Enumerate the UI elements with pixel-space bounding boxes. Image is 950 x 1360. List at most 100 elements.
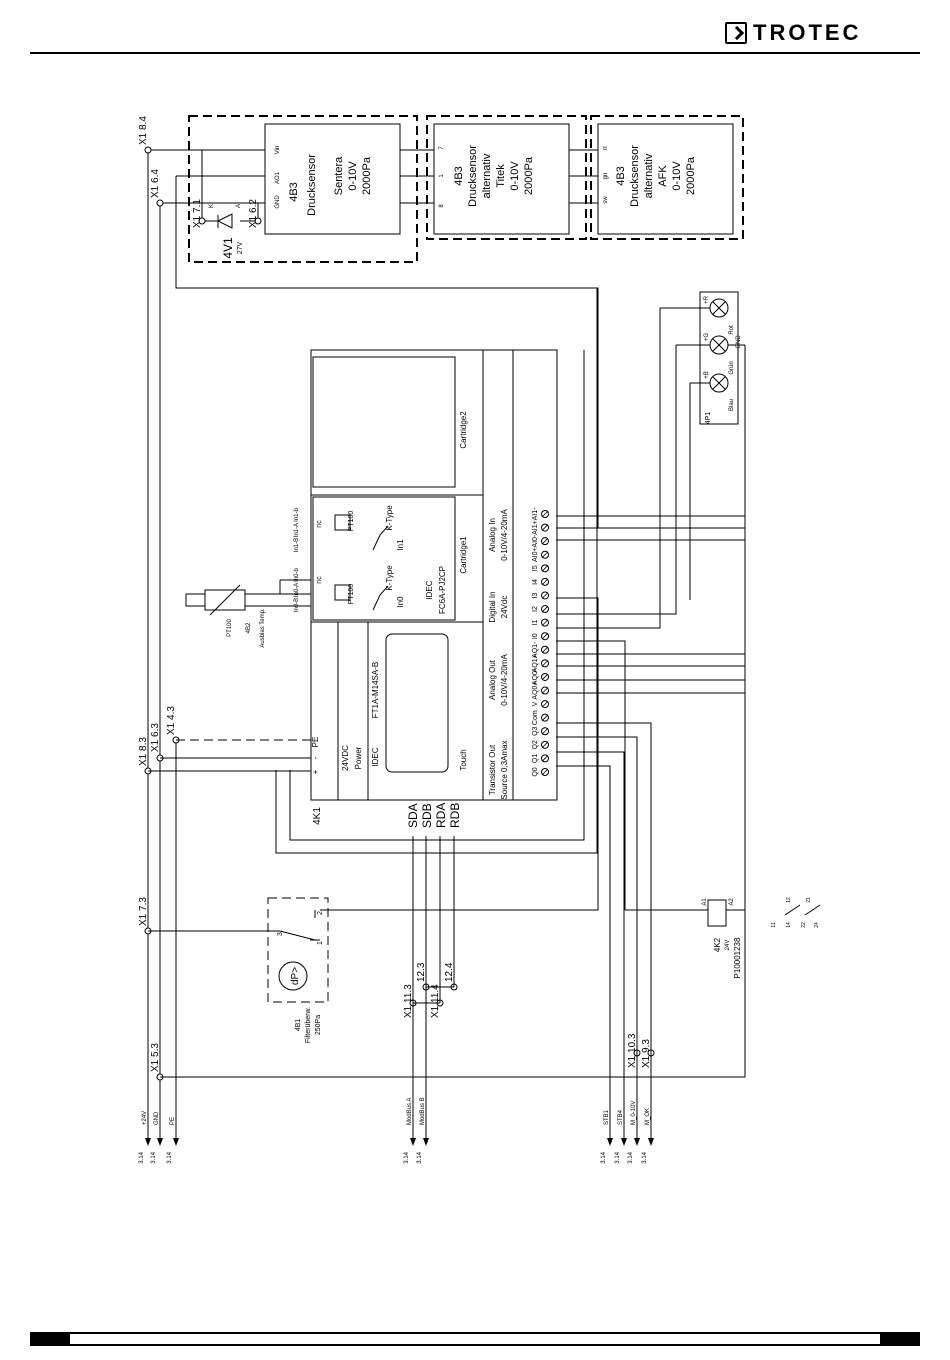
sensor-alt1-note: alternativ	[481, 153, 493, 198]
plc-terminal-screw-slot	[541, 687, 549, 694]
plc-digital-in-volt: 24Vdc	[500, 596, 509, 619]
temp-sensor-4b2: PT100 4B2 Ausblas Temp.	[185, 579, 311, 648]
relay-4k2: A1 A2 4K2 24V P10001238 11 12 14 21 22 2…	[625, 897, 821, 978]
plc-analog-in-range: 0-10V/4-20mA	[500, 509, 509, 561]
signal-arrow-icon	[145, 1138, 151, 1146]
pin-gnd: GND	[275, 195, 281, 209]
sensor-alt2-id: 4B3	[615, 166, 627, 186]
chevron-right-logo-icon	[725, 22, 747, 44]
terminal-labels: X1 8.4 X1 6.4 X1 7.1 X1 6.2 X1 8.3 X1 6.…	[138, 116, 652, 1072]
plc-terminal-screw-slot	[541, 660, 549, 667]
inlabel-3: In1-A	[294, 523, 300, 537]
plc-terminal-label: I0	[532, 633, 539, 639]
sensor-alt2-range: 0-10V	[671, 161, 683, 191]
relay-c22: 22	[801, 922, 807, 928]
ktype-label-0: K-Type	[385, 565, 394, 591]
plc-terminal-label: AQ1-	[532, 641, 539, 658]
signal-arrow-icon	[173, 1138, 179, 1146]
signal-ref-label: 3.14	[615, 1151, 621, 1163]
sensor-primary-range: 0-10V	[347, 161, 359, 191]
signal-arrow-icon	[648, 1138, 654, 1146]
lamp-gruen: Grün	[729, 361, 735, 374]
temp-sensor-type: PT100	[227, 619, 233, 637]
term-93: X1 9.3	[641, 1039, 652, 1068]
plc-analog-in: Analog In	[488, 518, 497, 552]
term-73: X1 7.3	[138, 897, 149, 926]
relay-c21: 21	[806, 897, 812, 903]
plc-terminal-label: AI0+	[532, 547, 539, 562]
signal-arrow-icon	[621, 1138, 627, 1146]
diode-4v1: 4V1 27V K A	[209, 204, 244, 259]
plc-terminal-label: AI0-	[532, 534, 539, 548]
signal-ref-label: 3.14	[601, 1151, 607, 1163]
plc-terminal-label: Q0	[532, 767, 539, 776]
term-114: X1 11.4	[430, 984, 441, 1018]
in0-label: In0	[396, 596, 405, 608]
signal-ref-label: 3.14	[151, 1151, 157, 1163]
pt100-label-1: PT100	[348, 511, 355, 532]
sensor-alt1-pressure: 2000Pa	[523, 156, 535, 195]
pin-sw: sw	[603, 196, 609, 204]
out-modbus-a: ModBus A	[407, 1098, 413, 1125]
plc-terminal-screw-slot	[541, 673, 549, 681]
lamp-gnd: GND	[736, 335, 742, 349]
plc-labels: 4K1 24VDC Power IDEC FT1A-M14SA-B Touch …	[312, 411, 509, 825]
signal-ref-label: 3.14	[417, 1151, 423, 1163]
term-62: X1 6.2	[248, 199, 259, 228]
plc-brand: IDEC	[371, 747, 380, 766]
pt100-label-0: PT100	[348, 584, 355, 605]
plc-power-terminals: + - PE	[148, 737, 320, 774]
diode-id: 4V1	[221, 237, 235, 259]
plc-terminal-screw-slot	[541, 605, 549, 613]
pressure-switch-c3: 3	[277, 932, 284, 936]
comm-rda: RDA	[434, 803, 448, 828]
pin-rt: rt	[603, 146, 609, 150]
sensor-alt1-id: 4B3	[453, 166, 465, 186]
out-24v: +24V	[142, 1111, 148, 1125]
diode-a: A	[236, 204, 242, 208]
pressure-switch-symbol: dP>	[290, 967, 301, 985]
plc-cartridge2: Cartridge2	[459, 411, 468, 449]
sensor-primary-labels: 4B3 Drucksensor Sentera 0-10V 2000Pa Vin…	[275, 146, 373, 216]
inlabel-4: In1-b	[294, 508, 300, 522]
term-113: X1 11.3	[403, 984, 414, 1018]
sensor-primary-box	[264, 123, 401, 235]
sensor-alt2-box	[597, 123, 734, 235]
plc-terminal-screw-slot	[541, 592, 549, 599]
footer-right-block	[880, 1332, 920, 1346]
sensor-alt2-labels: 4B3 Drucksensor alternativ AFK 0-10V 200…	[603, 145, 697, 207]
relay-c24: 24	[814, 922, 820, 928]
plc-cart-model: FC6A-PJ2CP	[438, 566, 447, 614]
plc-terminal-screw-slot	[541, 551, 549, 559]
out-m010: M_0-10V	[631, 1101, 637, 1125]
plc-terminal-label: AI1+	[532, 520, 539, 535]
term-124: 12.4	[444, 962, 455, 982]
trotec-logo: TROTEC	[725, 20, 861, 46]
plc-terminal-label: I4	[532, 579, 539, 585]
bottom-signal-labels: +24V GND PE ModBus A ModBus B STB1 STB4 …	[142, 1097, 651, 1125]
power-term-pe: PE	[311, 737, 320, 748]
plc-terminal-label: Q1	[532, 754, 539, 763]
plc-terminal-screw-slot	[541, 700, 549, 708]
footer-bar	[30, 1332, 920, 1346]
plc-terminal-screw-slot	[541, 646, 549, 654]
plc-terminal-screw-slot	[541, 714, 549, 721]
term-103: X1 10.3	[627, 1033, 638, 1068]
plc-id: 4K1	[312, 807, 323, 825]
plc-cartridge1: Cartridge1	[459, 536, 468, 574]
comm-sda: SDA	[406, 803, 420, 828]
in1-label: In1	[396, 539, 405, 551]
signal-ref-label: 3.14	[628, 1151, 634, 1163]
plc-terminal-label: I5	[532, 565, 539, 571]
sensor-alt1-range: 0-10V	[509, 161, 521, 191]
plc-analog-out: Analog Out	[488, 659, 497, 700]
sensor-alt2-note: alternativ	[643, 153, 655, 198]
signal-ref-label: 3.14	[167, 1151, 173, 1163]
inlabel-2: In0-B	[294, 598, 300, 612]
sensor-alt1-type: Drucksensor	[467, 145, 479, 207]
plc-terminal-screw-slot	[541, 565, 549, 572]
plc-terminal-screw-slot	[541, 537, 549, 545]
pin-7: 7	[439, 146, 445, 150]
header-rule	[30, 52, 920, 54]
lamp-g: +G	[704, 333, 710, 342]
